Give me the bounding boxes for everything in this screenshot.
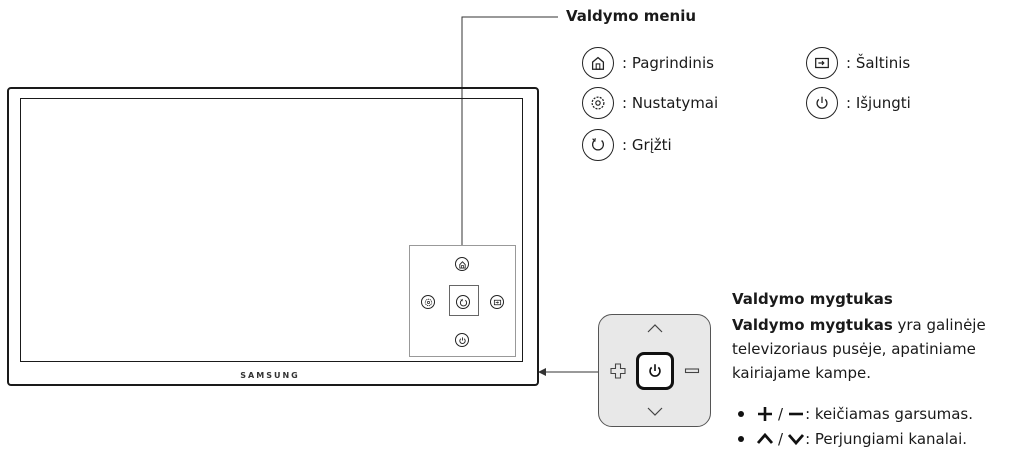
legend-return-label: : Grįžti <box>622 136 672 154</box>
settings-icon <box>582 87 614 119</box>
minus-icon <box>684 368 700 374</box>
plus-icon <box>758 407 772 421</box>
power-icon <box>455 333 469 347</box>
chevron-down-icon <box>788 434 805 446</box>
chevron-down-icon <box>647 407 663 416</box>
tv-screen <box>20 98 523 362</box>
home-icon <box>455 257 469 271</box>
control-stick-desc-line-2: televizoriaus pusėje, apatiniame <box>732 340 976 358</box>
bullet-channel-separator: / <box>778 430 784 448</box>
bullet-volume-text: : keičiamas garsumas. <box>805 405 974 423</box>
tv-brand-logo: SAMSUNG <box>240 371 300 380</box>
control-menu-title: Valdymo meniu <box>566 7 697 25</box>
chevron-up-icon <box>756 432 774 444</box>
control-stick-center <box>636 352 674 390</box>
plus-icon <box>610 363 626 379</box>
bullet-channel: / : Perjungiami kanalai. <box>738 430 967 448</box>
bullet-dot <box>738 436 744 442</box>
legend-power-label: : Išjungti <box>846 94 911 112</box>
bullet-channel-text: : Perjungiami kanalai. <box>805 430 968 448</box>
control-stick-desc-rest: yra galinėje <box>892 316 986 334</box>
tv-frame <box>7 87 539 386</box>
legend-settings-label: : Nustatymai <box>622 94 719 112</box>
bullet-dot <box>738 411 744 417</box>
source-icon <box>806 47 838 79</box>
legend-source-label: : Šaltinis <box>846 54 911 72</box>
settings-icon <box>421 295 435 309</box>
control-menu-area <box>409 245 516 357</box>
control-stick-desc-line-1: Valdymo mygtukas yra galinėje <box>732 313 986 337</box>
control-menu-center-frame <box>449 285 479 316</box>
bullet-volume: / : keičiamas garsumas. <box>738 405 973 423</box>
return-icon <box>456 295 470 309</box>
power-icon <box>649 364 661 377</box>
minus-icon <box>789 412 804 416</box>
bullet-volume-separator: / <box>778 405 784 423</box>
control-stick-title: Valdymo mygtukas <box>732 290 893 308</box>
source-icon <box>490 295 504 309</box>
return-icon <box>582 129 614 161</box>
chevron-up-icon <box>647 324 663 333</box>
legend-home-label: : Pagrindinis <box>622 54 714 72</box>
control-stick-desc-bold: Valdymo mygtukas <box>732 316 893 334</box>
power-icon <box>806 87 838 119</box>
control-stick-desc-line-3: kairiajame kampe. <box>732 364 872 382</box>
home-icon <box>582 47 614 79</box>
